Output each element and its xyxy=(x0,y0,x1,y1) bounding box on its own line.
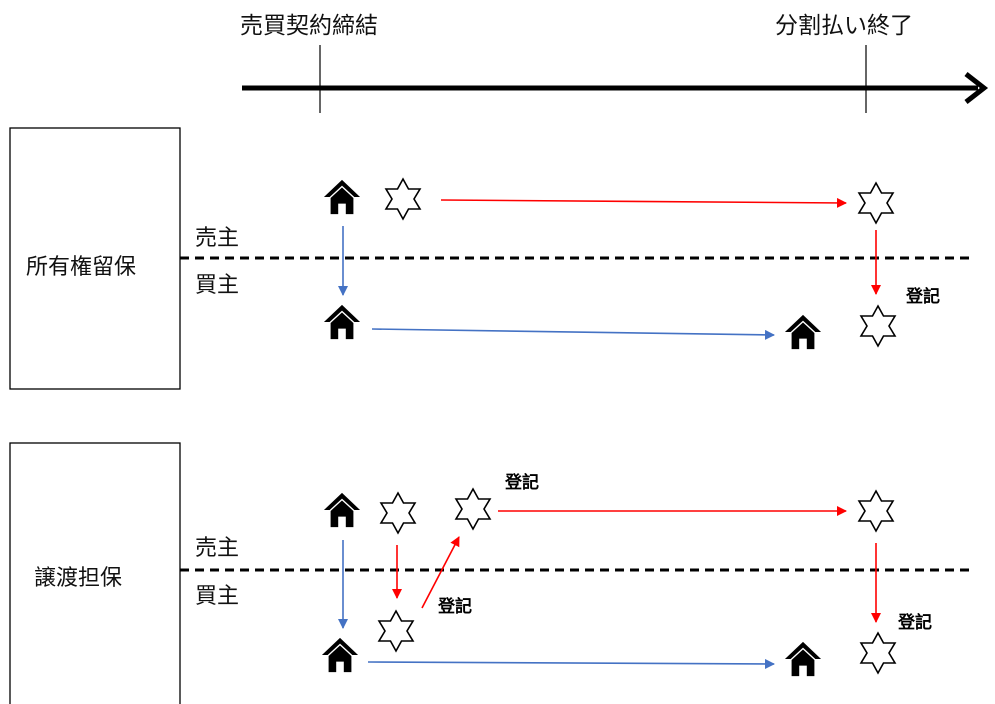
star-of-david-icon xyxy=(455,488,491,530)
section-title-box xyxy=(9,127,181,390)
house-icon xyxy=(323,179,361,215)
registration-label: 登記 xyxy=(897,612,932,633)
registration-label: 登記 xyxy=(905,286,940,307)
section-transfer-security: 譲渡担保 売主 買主 登記 登記 登記 xyxy=(9,442,975,704)
buyer-label: 買主 xyxy=(195,584,239,609)
timeline: 売買契約締結 分割払い終了 xyxy=(240,13,989,113)
section-retention-of-title: 所有権留保 売主 買主 登記 xyxy=(9,127,975,390)
timeline-end-label: 分割払い終了 xyxy=(775,13,913,39)
seller-label: 売主 xyxy=(195,536,239,561)
house-icon xyxy=(784,641,822,677)
timeline-start-label: 売買契約締結 xyxy=(240,13,378,39)
star-of-david-icon xyxy=(860,632,896,674)
section-title-box xyxy=(9,442,181,704)
house-flow-arrow xyxy=(367,658,775,669)
star-of-david-icon xyxy=(380,492,416,534)
house-icon xyxy=(321,637,359,673)
star-of-david-icon xyxy=(860,305,896,347)
registration-label: 登記 xyxy=(504,472,539,493)
timeline-arrowhead xyxy=(964,72,989,104)
star-of-david-icon xyxy=(858,182,894,224)
star-of-david-icon xyxy=(385,178,421,220)
buyer-label: 買主 xyxy=(195,273,239,298)
title-flow-arrow xyxy=(421,536,460,609)
house-flow-arrow xyxy=(371,328,775,340)
registration-label: 登記 xyxy=(437,596,472,617)
section-title: 所有権留保 xyxy=(26,255,136,280)
section-title: 譲渡担保 xyxy=(34,566,122,591)
seller-label: 売主 xyxy=(195,226,239,251)
house-icon xyxy=(323,304,361,340)
house-icon xyxy=(784,314,822,350)
house-icon xyxy=(323,492,361,528)
star-of-david-icon xyxy=(378,610,414,652)
title-flow-arrow xyxy=(440,197,847,208)
star-of-david-icon xyxy=(858,490,894,532)
